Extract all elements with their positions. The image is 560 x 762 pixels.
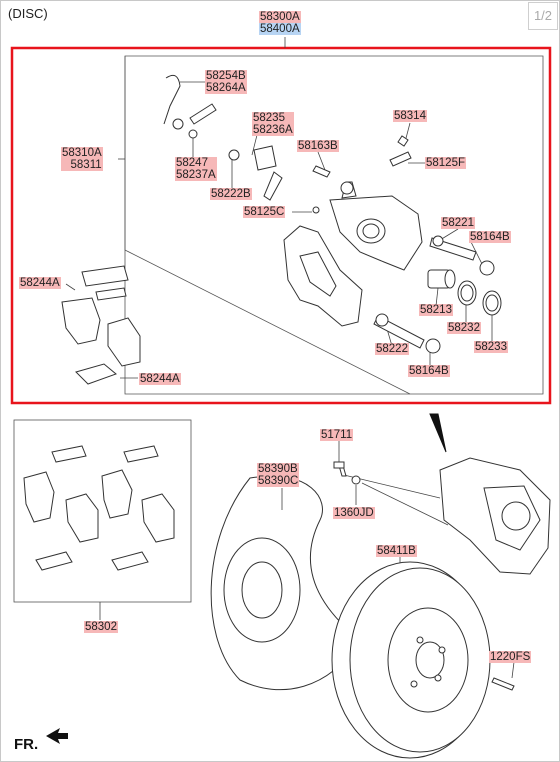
- caliper-kit-outline: [124, 55, 544, 395]
- callout-line: 58390C: [257, 475, 300, 487]
- callout-line: 58254B: [205, 70, 247, 82]
- callout-line: 58235: [252, 112, 294, 124]
- callout-line: 58232: [447, 322, 481, 334]
- callout-line: 58221: [441, 217, 475, 229]
- front-direction-label: FR.: [14, 736, 39, 753]
- front-arrow-icon: [46, 728, 68, 744]
- callout-58310A[interactable]: 58310A 58311: [61, 147, 103, 171]
- callout-line: 58310A: [61, 147, 103, 159]
- callout-58244A-upper[interactable]: 58244A: [19, 277, 61, 289]
- callout-line: 58264A: [205, 82, 247, 94]
- brake-pads-upper: [61, 265, 141, 385]
- callout-58247[interactable]: 58247 58237A: [175, 157, 217, 181]
- brake-pads-set: [23, 445, 175, 571]
- callout-58233[interactable]: 58233: [474, 341, 508, 353]
- piston-seals: [427, 269, 502, 316]
- callout-line: 58125C: [243, 206, 286, 218]
- callout-line: 58164B: [469, 231, 511, 243]
- caliper-body: [329, 181, 423, 271]
- callout-1360JD[interactable]: 1360JD: [333, 507, 375, 519]
- callout-58302[interactable]: 58302: [84, 621, 118, 633]
- callout-58390B[interactable]: 58390B 58390C: [257, 463, 300, 487]
- callout-58235[interactable]: 58235 58236A: [252, 112, 294, 136]
- callout-58244A-lower[interactable]: 58244A: [139, 373, 181, 385]
- callout-58232[interactable]: 58232: [447, 322, 481, 334]
- callout-58213[interactable]: 58213: [419, 304, 453, 316]
- callout-line: 58390B: [257, 463, 300, 475]
- callout-line: 58222: [375, 343, 409, 355]
- callout-line: 58213: [419, 304, 453, 316]
- callout-assembly[interactable]: 58300A 58400A: [259, 11, 301, 35]
- callout-line: 58222B: [210, 188, 252, 200]
- callout-line: 58163B: [297, 140, 339, 152]
- callout-line: 58411B: [376, 545, 417, 557]
- callout-line: 58247: [175, 157, 217, 169]
- bolts: [333, 461, 515, 691]
- callout-58222B[interactable]: 58222B: [210, 188, 252, 200]
- callout-58222[interactable]: 58222: [375, 343, 409, 355]
- caliper-assembly-lower: [439, 457, 551, 575]
- callout-58125C[interactable]: 58125C: [243, 206, 286, 218]
- callout-58163B[interactable]: 58163B: [297, 140, 339, 152]
- callout-58314[interactable]: 58314: [393, 110, 427, 122]
- callout-line: 1360JD: [333, 507, 375, 519]
- callout-line: 51711: [320, 429, 354, 441]
- brake-rotor: [331, 561, 491, 759]
- pad-set-box: [13, 419, 192, 603]
- callout-58221[interactable]: 58221: [441, 217, 475, 229]
- callout-line: 58302: [84, 621, 118, 633]
- callout-line: 58311: [61, 159, 103, 171]
- callout-58254B[interactable]: 58254B 58264A: [205, 70, 247, 94]
- assembly-highlight-frame: [10, 46, 552, 405]
- callout-line-selected: 58400A: [259, 23, 301, 35]
- callout-line: 58233: [474, 341, 508, 353]
- assembly-arrow: [429, 413, 447, 453]
- callout-line: 1220FS: [489, 651, 532, 663]
- diagram-type-label: (DISC): [8, 6, 48, 21]
- caliper-bracket: [283, 225, 363, 327]
- callout-58164B-upper[interactable]: 58164B: [469, 231, 511, 243]
- callout-51711[interactable]: 51711: [320, 429, 354, 441]
- callout-line: 58244A: [139, 373, 181, 385]
- callout-58125F[interactable]: 58125F: [425, 157, 467, 169]
- small-hardware: [163, 74, 412, 214]
- callout-line: 58300A: [259, 11, 301, 23]
- callout-1220FS[interactable]: 1220FS: [489, 651, 532, 663]
- callout-line: 58237A: [175, 169, 217, 181]
- callout-58411B[interactable]: 58411B: [376, 545, 417, 557]
- guide-pins: [373, 235, 495, 354]
- callout-58164B-lower[interactable]: 58164B: [408, 365, 450, 377]
- callout-line: 58244A: [19, 277, 61, 289]
- callout-line: 58125F: [425, 157, 467, 169]
- callout-line: 58164B: [408, 365, 450, 377]
- callout-line: 58314: [393, 110, 427, 122]
- page-indicator[interactable]: 1/2: [528, 2, 558, 30]
- callout-line: 58236A: [252, 124, 294, 136]
